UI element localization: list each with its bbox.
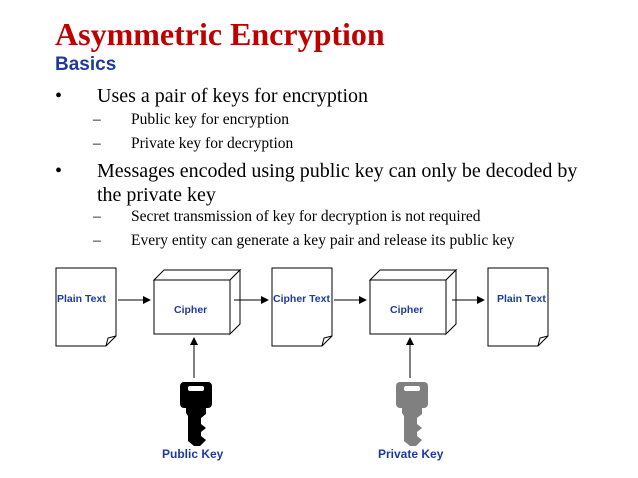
cipher-box-1: Cipher: [152, 268, 242, 336]
cipher-2-label: Cipher: [390, 304, 423, 316]
plain-text-in-label: Plain Text: [57, 293, 106, 305]
sub-bullet-text: Every entity can generate a key pair and…: [131, 232, 515, 249]
slide-subtitle: Basics: [55, 54, 117, 75]
slide-title: Asymmetric Encryption: [55, 16, 385, 52]
sub-bullet-marker: –: [93, 208, 101, 225]
cipher-1-label: Cipher: [174, 304, 207, 316]
plain-text-out-label: Plain Text: [497, 293, 546, 305]
public-key-label: Public Key: [162, 447, 224, 461]
bullet-marker: •: [55, 85, 63, 107]
plain-text-document-in: Plain Text: [55, 267, 117, 347]
private-key-icon: [396, 382, 428, 446]
sub-bullet-text: Secret transmission of key for decryptio…: [131, 208, 481, 225]
private-key-label: Private Key: [378, 447, 444, 461]
bullet-text: Messages encoded using public key can on…: [97, 160, 578, 206]
bullet-1: • Uses a pair of keys for encryption: [55, 84, 615, 108]
bullet-marker: •: [55, 160, 63, 182]
public-key-icon: [180, 382, 212, 446]
sub-bullet-text: Public key for encryption: [131, 111, 289, 128]
cipher-text-document: Cipher Text: [271, 267, 333, 347]
bullet-text: Uses a pair of keys for encryption: [97, 85, 369, 107]
sub-bullet-text: Private key for decryption: [131, 135, 294, 152]
plain-text-document-out: Plain Text: [487, 267, 549, 347]
cipher-box-2: Cipher: [368, 268, 458, 336]
sub-bullet-marker: –: [93, 111, 101, 128]
bullet-2: • Messages encoded using public key can …: [55, 159, 615, 207]
sub-bullet-marker: –: [93, 232, 101, 249]
sub-bullet-marker: –: [93, 135, 101, 152]
cipher-text-label: Cipher Text: [273, 293, 330, 305]
